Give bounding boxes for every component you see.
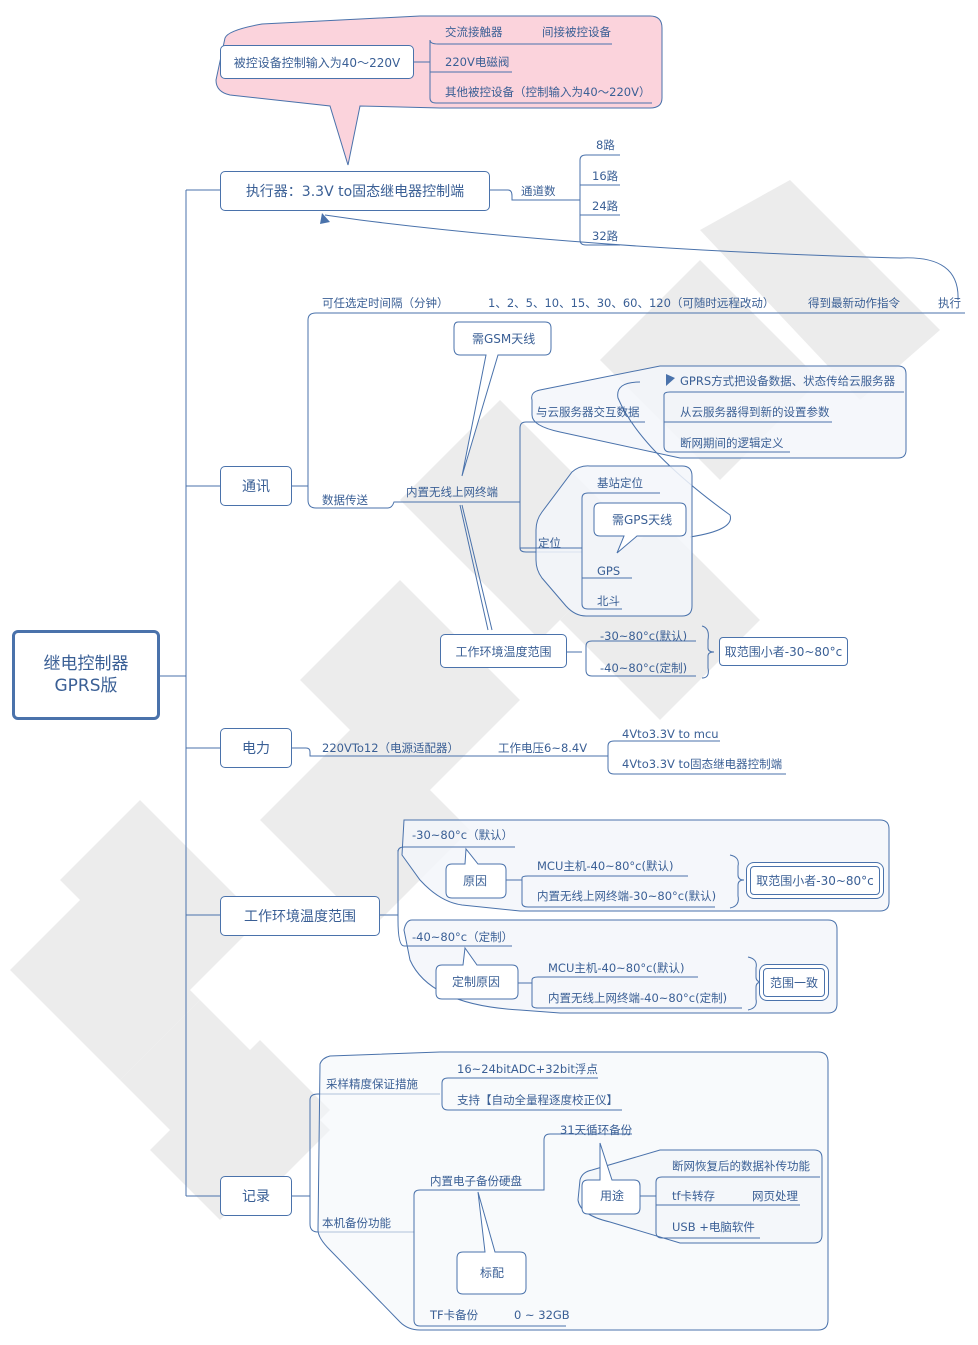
- temp-custom-terminal[interactable]: 内置无线上网终端-40~80°c(定制): [548, 991, 728, 1005]
- record-group: [317, 1051, 829, 1331]
- positioning-label[interactable]: 定位: [538, 536, 561, 550]
- temp-default-reason[interactable]: 原因: [463, 874, 488, 888]
- temp-default-mcu[interactable]: MCU主机-40~80°c(默认): [537, 859, 674, 873]
- cloud-group: [531, 365, 907, 459]
- root-subtitle: GPRS版: [54, 676, 118, 696]
- tf-backup-label[interactable]: TF卡备份: [430, 1308, 479, 1322]
- gsm-callout[interactable]: 需GSM天线: [472, 332, 536, 346]
- usage-usb[interactable]: USB +电脑软件: [672, 1220, 755, 1234]
- comm-temp-result[interactable]: 取范围小者-30~80°c: [719, 637, 848, 666]
- sampling-calibrator[interactable]: 支持【自动全量程逐度校正仪】: [457, 1093, 618, 1107]
- channel-32[interactable]: 32路: [592, 229, 619, 243]
- get-latest-command[interactable]: 得到最新动作指令: [808, 296, 900, 310]
- usage-group: [577, 1149, 823, 1244]
- positioning-gps[interactable]: GPS: [597, 564, 621, 578]
- channel-24[interactable]: 24路: [592, 199, 619, 213]
- usage-web-processing[interactable]: 网页处理: [752, 1189, 798, 1203]
- comm-temp-node[interactable]: 工作环境温度范围: [440, 634, 567, 668]
- interval-values[interactable]: 1、2、5、10、15、30、60、120（可随时远程改动）: [488, 296, 775, 310]
- temp-default-result[interactable]: 取范围小者-30~80°c: [750, 866, 880, 895]
- usage-tf-transfer[interactable]: tf卡转存: [672, 1189, 716, 1203]
- power-adapter[interactable]: 220VTo12（电源适配器）: [322, 741, 460, 755]
- gps-callout[interactable]: 需GPS天线: [612, 513, 673, 527]
- backup-label[interactable]: 本机备份功能: [322, 1216, 391, 1230]
- comm-temp-custom[interactable]: -40~80°c(定制): [600, 661, 688, 675]
- root-node[interactable]: 继电控制器 GPRS版: [12, 630, 160, 720]
- channel-8[interactable]: 8路: [596, 138, 615, 152]
- disk-standard[interactable]: 标配: [480, 1266, 505, 1280]
- sampling-adc[interactable]: 16~24bitADC+32bit浮点: [457, 1062, 598, 1076]
- root-title: 继电控制器: [43, 654, 129, 674]
- temp-custom-mcu[interactable]: MCU主机-40~80°c(默认): [548, 961, 685, 975]
- power-node[interactable]: 电力: [220, 728, 292, 768]
- comm-node[interactable]: 通讯: [220, 466, 292, 506]
- cloud-label[interactable]: 与云服务器交互数据: [536, 405, 640, 419]
- tf-backup-size[interactable]: 0 ~ 32GB: [514, 1308, 570, 1322]
- power-out-mcu[interactable]: 4Vto3.3V to mcu: [622, 727, 719, 741]
- usage-resend[interactable]: 断网恢复后的数据补传功能: [672, 1159, 810, 1173]
- channels-label[interactable]: 通道数: [521, 184, 556, 198]
- device-indirect[interactable]: 间接被控设备: [542, 25, 611, 39]
- terminal-label[interactable]: 内置无线上网终端: [406, 485, 498, 499]
- temp-custom-result[interactable]: 范围一致: [763, 968, 825, 997]
- device-contactor[interactable]: 交流接触器: [445, 25, 503, 39]
- temp-default-label[interactable]: -30~80°c（默认）: [412, 828, 514, 842]
- power-out-relay[interactable]: 4Vto3.3V to固态继电器控制端: [622, 757, 783, 771]
- temp-node[interactable]: 工作环境温度范围: [220, 896, 380, 936]
- cloud-item-offline[interactable]: 断网期间的逻辑定义: [680, 436, 784, 450]
- power-voltage[interactable]: 工作电压6~8.4V: [498, 741, 588, 755]
- temp-default-terminal[interactable]: 内置无线上网终端-30~80°c(默认): [537, 889, 717, 903]
- record-node[interactable]: 记录: [220, 1176, 292, 1216]
- channel-16[interactable]: 16路: [592, 169, 619, 183]
- disk-cycle[interactable]: 31天循环备份: [560, 1123, 633, 1137]
- data-transfer-label[interactable]: 数据传送: [322, 493, 368, 507]
- executor-callout[interactable]: 被控设备控制输入为40～220V: [220, 45, 414, 79]
- device-other[interactable]: 其他被控设备（控制输入为40～220V）: [445, 85, 651, 99]
- usage-label[interactable]: 用途: [600, 1189, 625, 1203]
- temp-custom-reason[interactable]: 定制原因: [452, 975, 501, 989]
- executor-node[interactable]: 执行器：3.3V to固态继电器控制端: [220, 171, 490, 211]
- sampling-label[interactable]: 采样精度保证措施: [326, 1077, 418, 1091]
- disk-label[interactable]: 内置电子备份硬盘: [430, 1174, 522, 1188]
- cloud-item-upload[interactable]: GPRS方式把设备数据、状态传给云服务器: [680, 374, 896, 388]
- interval-label[interactable]: 可任选定时间隔（分钟）: [322, 296, 449, 310]
- temp-custom-label[interactable]: -40~80°c（定制）: [412, 930, 514, 944]
- positioning-beidou[interactable]: 北斗: [597, 594, 620, 608]
- positioning-base-station[interactable]: 基站定位: [597, 476, 643, 490]
- cloud-item-settings[interactable]: 从云服务器得到新的设置参数: [680, 405, 830, 419]
- comm-temp-default[interactable]: -30~80°c(默认): [600, 629, 688, 643]
- execute-label[interactable]: 执行: [938, 296, 961, 310]
- device-solenoid-valve[interactable]: 220V电磁阀: [445, 55, 510, 69]
